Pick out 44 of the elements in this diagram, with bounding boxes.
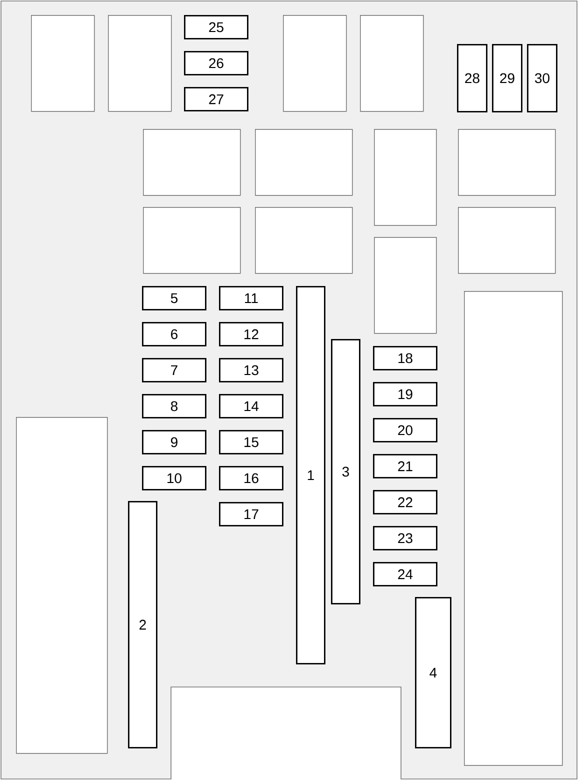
fuse: 15 xyxy=(219,430,284,454)
fuse: 18 xyxy=(373,346,438,370)
fuse: 6 xyxy=(142,322,206,346)
fuse: 22 xyxy=(373,490,438,514)
relay-slot xyxy=(360,15,424,112)
fuse: 12 xyxy=(219,322,284,346)
relay-slot xyxy=(458,207,556,274)
fuse: 27 xyxy=(184,87,248,112)
fuse: 16 xyxy=(219,466,284,490)
fuse: 7 xyxy=(142,358,206,382)
relay-slot xyxy=(16,417,108,754)
fuse: 10 xyxy=(142,466,206,490)
relay-slot xyxy=(458,129,556,196)
fuse: 5 xyxy=(142,286,206,310)
relay-slot xyxy=(374,129,437,226)
relay-slot xyxy=(283,15,347,112)
relay-slot xyxy=(464,291,563,766)
fuse: 21 xyxy=(373,454,438,478)
relay-slot xyxy=(31,15,95,112)
relay-slot xyxy=(143,129,241,196)
fuse: 26 xyxy=(184,51,248,76)
fuse: 24 xyxy=(373,562,438,586)
fuse: 4 xyxy=(415,597,452,748)
fuse: 3 xyxy=(331,339,360,604)
fuse: 13 xyxy=(219,358,284,382)
fuse: 2 xyxy=(128,501,158,748)
fuse: 8 xyxy=(142,394,206,418)
fuse: 20 xyxy=(373,418,438,442)
fuse: 17 xyxy=(219,502,284,526)
fuse: 11 xyxy=(219,286,284,310)
fuse: 19 xyxy=(373,382,438,406)
fuse: 29 xyxy=(492,44,522,112)
relay-slot xyxy=(143,207,241,274)
fuse: 25 xyxy=(184,15,248,40)
fuse: 30 xyxy=(527,44,558,112)
relay-slot xyxy=(374,237,437,334)
fuse: 9 xyxy=(142,430,206,454)
fuse: 28 xyxy=(457,44,488,112)
fuse: 14 xyxy=(219,394,284,418)
relay-slot xyxy=(108,15,172,112)
relay-slot xyxy=(255,129,353,196)
relay-slot xyxy=(255,207,353,274)
fuse: 1 xyxy=(296,286,326,664)
fuse: 23 xyxy=(373,526,438,550)
